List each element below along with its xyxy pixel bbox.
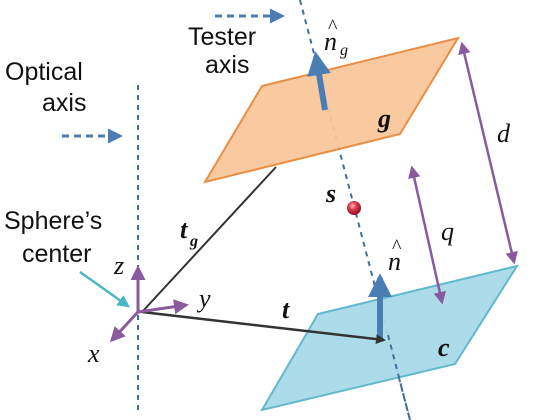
tester-axis-label-line1: Tester — [188, 23, 256, 51]
normal-ng-arrow — [307, 51, 331, 111]
distance-q-label: q — [441, 217, 454, 246]
x-axis-arrow — [109, 310, 140, 343]
normal-ng-label-hat: ^ — [328, 16, 338, 38]
sphere-center-label-line1: Sphere’s — [4, 207, 102, 235]
sphere-s-label: s — [325, 179, 336, 208]
normal-ng-label: n — [324, 27, 337, 56]
vector-t-label: t — [282, 295, 290, 324]
vector-t — [141, 310, 386, 345]
sphere-s — [347, 201, 361, 215]
normal-ng-label-sub: g — [340, 42, 348, 59]
optical-axis-label-line2: axis — [42, 89, 86, 117]
optical-axis-label-line1: Optical — [5, 58, 83, 86]
vector-tg-label-sub: g — [189, 233, 198, 250]
z-axis-label: z — [113, 251, 124, 280]
vector-tg-label: t — [180, 215, 188, 244]
normal-n-label: n — [388, 247, 401, 276]
plane-g-label: g — [377, 104, 391, 133]
tester-axis-over-plane-c — [387, 334, 411, 420]
tester-axis-label-line2: axis — [205, 51, 249, 79]
y-axis-arrow — [137, 299, 189, 315]
plane-g — [202, 36, 461, 184]
plane-c-label: c — [438, 333, 450, 362]
distance-q-arrow — [408, 165, 446, 305]
distance-d-label: d — [497, 119, 511, 148]
sphere-center-pointer — [79, 270, 131, 308]
normal-n-label-hat: ^ — [392, 236, 402, 258]
vector-tg — [141, 166, 277, 313]
x-axis-label: x — [87, 339, 100, 368]
y-axis-label: y — [196, 284, 211, 313]
sphere-center-label-line2: center — [22, 240, 91, 268]
distance-d-arrow — [458, 41, 518, 265]
